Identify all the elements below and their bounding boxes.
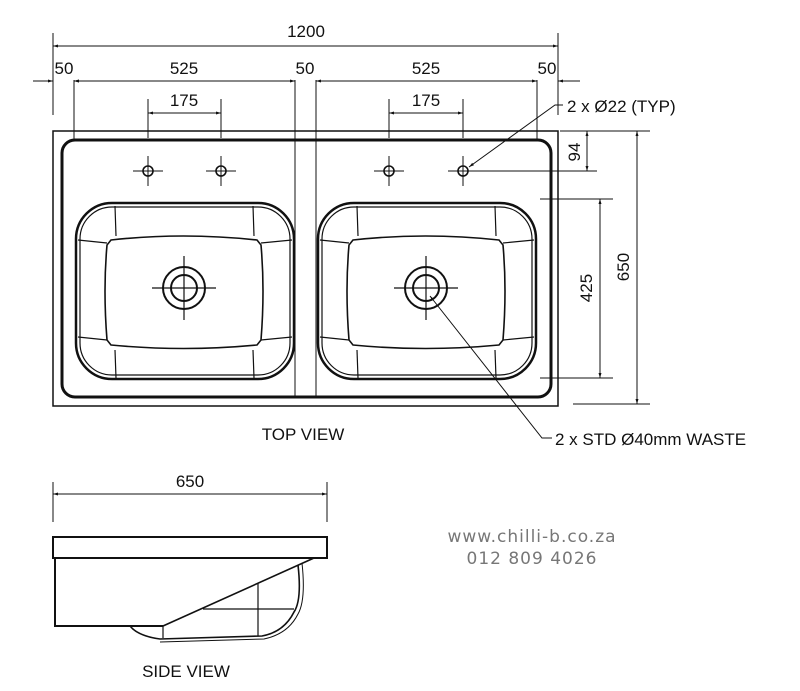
dim-right-margin: 50 — [538, 59, 557, 78]
labels: 1200 50 525 50 525 50 175 175 94 425 650… — [55, 22, 747, 681]
dim-center-divider: 50 — [296, 59, 315, 78]
contact-phone: 012 809 4026 — [467, 549, 598, 569]
side-view-title: SIDE VIEW — [142, 662, 230, 681]
top-view-title: TOP VIEW — [262, 425, 345, 444]
dim-tap-offset: 94 — [565, 143, 584, 162]
dim-bowl-width-left: 525 — [170, 59, 198, 78]
dim-tap-spacing-left: 175 — [170, 91, 198, 110]
tap-holes — [133, 156, 478, 186]
dim-side-depth: 650 — [176, 472, 204, 491]
dim-overall-depth: 650 — [614, 253, 633, 281]
dimension-lines — [33, 33, 650, 439]
callout-waste: 2 x STD Ø40mm WASTE — [555, 430, 746, 449]
right-bowl — [316, 201, 538, 381]
contact-website: www.chilli-b.co.za — [447, 527, 616, 547]
callout-tap-holes: 2 x Ø22 (TYP) — [567, 97, 676, 116]
dim-left-margin: 50 — [55, 59, 74, 78]
dim-bowl-depth: 425 — [577, 274, 596, 302]
top-view — [33, 33, 650, 439]
dim-overall-width: 1200 — [287, 22, 325, 41]
left-bowl — [74, 201, 296, 381]
side-view — [52, 482, 328, 643]
dim-tap-spacing-right: 175 — [412, 91, 440, 110]
dim-bowl-width-right: 525 — [412, 59, 440, 78]
